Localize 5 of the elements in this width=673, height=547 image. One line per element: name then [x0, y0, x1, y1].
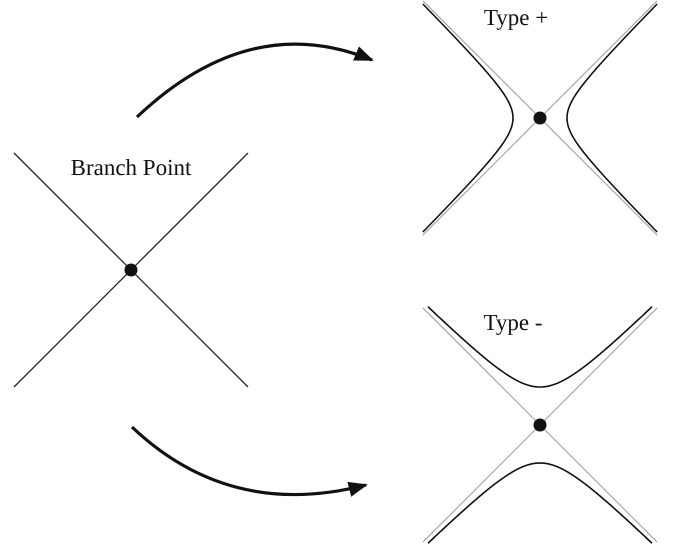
diagram-label: Type +: [482, 5, 550, 31]
diagram-label: Type -: [482, 310, 544, 336]
diagram-label: Branch Point: [70, 155, 192, 181]
curved-arrow: [130, 426, 368, 496]
curved-arrow: [136, 42, 374, 118]
